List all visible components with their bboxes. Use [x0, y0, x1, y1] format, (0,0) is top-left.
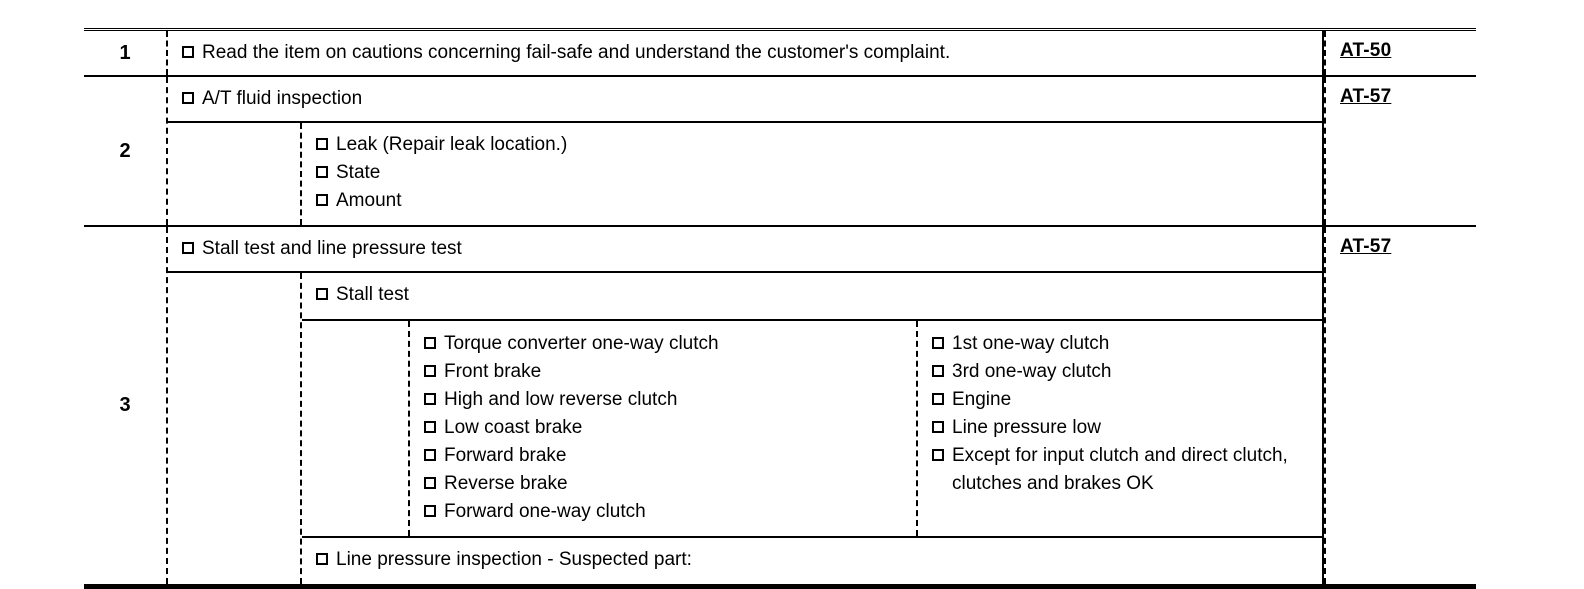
- row-body-1: Read the item on cautions concerning fai…: [168, 31, 1324, 75]
- list-item[interactable]: Reverse brake: [424, 470, 916, 498]
- checklist-line: Read the item on cautions concerning fai…: [182, 39, 1322, 67]
- checkbox-icon[interactable]: [424, 477, 436, 489]
- checklist-label: Stall test and line pressure test: [202, 238, 462, 259]
- list-item[interactable]: Front brake: [424, 358, 916, 386]
- list-item-label: Reverse brake: [444, 473, 568, 494]
- row-body-3: Stall test and line pressure test Stall …: [168, 227, 1324, 584]
- list-item-label: Low coast brake: [444, 417, 583, 438]
- checklist-item-row1-main[interactable]: Read the item on cautions concerning fai…: [168, 31, 1322, 75]
- worksheet-body: 1 Read the item on cautions concerning f…: [84, 31, 1476, 584]
- stall-items-two-column: Torque converter one-way clutch Front br…: [410, 321, 1322, 536]
- checkbox-icon[interactable]: [932, 365, 944, 377]
- list-item[interactable]: Line pressure low: [932, 414, 1308, 442]
- checkbox-icon[interactable]: [932, 393, 944, 405]
- stall-test-label: Stall test: [336, 284, 409, 305]
- list-item-label: 3rd one-way clutch: [952, 361, 1112, 382]
- list-item-label: Line pressure low: [952, 417, 1101, 438]
- list-item-label: Torque converter one-way clutch: [444, 333, 719, 354]
- checkbox-icon[interactable]: [182, 46, 194, 58]
- table-row: 3 Stall test and line pressure test: [84, 227, 1476, 584]
- row2-sub-group: Leak (Repair leak location.) State Amoun…: [168, 123, 1322, 225]
- indent-spacer: [168, 123, 302, 225]
- list-item-label: Forward one-way clutch: [444, 501, 646, 522]
- sub-list-pad: Leak (Repair leak location.) State Amoun…: [302, 123, 1322, 225]
- checkbox-icon[interactable]: [424, 505, 436, 517]
- checkbox-icon[interactable]: [316, 194, 328, 206]
- checkbox-icon[interactable]: [424, 393, 436, 405]
- list-item[interactable]: Forward one-way clutch: [424, 498, 916, 526]
- table-row: 2 A/T fluid inspection Leak (Repai: [84, 77, 1476, 227]
- list-item[interactable]: 3rd one-way clutch: [932, 358, 1308, 386]
- row2-sub-list: Leak (Repair leak location.) State Amoun…: [302, 123, 1322, 225]
- worksheet-table: 1 Read the item on cautions concerning f…: [84, 28, 1476, 589]
- stall-test-header[interactable]: Stall test: [302, 273, 1322, 321]
- checkbox-icon[interactable]: [316, 166, 328, 178]
- list-item-label: Forward brake: [444, 445, 567, 466]
- stall-items-right-column: 1st one-way clutch 3rd one-way clutch: [918, 321, 1322, 536]
- indent-spacer-2: [302, 321, 410, 536]
- line-pressure-label: Line pressure inspection - Suspected par…: [336, 549, 692, 570]
- page-ref-link[interactable]: AT-50: [1340, 40, 1392, 61]
- checklist-line: Stall test: [316, 281, 1322, 309]
- list-item[interactable]: Amount: [316, 187, 1322, 215]
- list-item-label: Leak (Repair leak location.): [336, 134, 568, 155]
- checkbox-icon[interactable]: [316, 288, 328, 300]
- list-item-label: Engine: [952, 389, 1012, 410]
- checklist-item-row2-main[interactable]: A/T fluid inspection: [168, 77, 1322, 123]
- checkbox-icon[interactable]: [932, 337, 944, 349]
- stall-test-items-group: Torque converter one-way clutch Front br…: [302, 321, 1322, 538]
- row-body-2: A/T fluid inspection Leak (Repair leak l…: [168, 77, 1324, 225]
- list-item-label: High and low reverse clutch: [444, 389, 678, 410]
- list-item[interactable]: 1st one-way clutch: [932, 330, 1308, 358]
- list-item-label: Amount: [336, 190, 402, 211]
- list-item[interactable]: Engine: [932, 386, 1308, 414]
- checklist-line: A/T fluid inspection: [182, 85, 1322, 113]
- indent-spacer: [168, 273, 302, 584]
- checkbox-icon[interactable]: [424, 365, 436, 377]
- stall-items-columns: Torque converter one-way clutch Front br…: [410, 321, 1322, 536]
- page-ref-cell-3: AT-57: [1324, 227, 1476, 584]
- list-item[interactable]: Forward brake: [424, 442, 916, 470]
- checklist-label: A/T fluid inspection: [202, 88, 363, 109]
- checklist-line: Stall test and line pressure test: [182, 235, 1322, 263]
- page-ref-link[interactable]: AT-57: [1340, 236, 1392, 257]
- list-item[interactable]: Torque converter one-way clutch: [424, 330, 916, 358]
- row-number-2: 2: [84, 77, 168, 225]
- list-item-label: State: [336, 162, 381, 183]
- checkbox-icon[interactable]: [424, 337, 436, 349]
- list-item-label: Front brake: [444, 361, 542, 382]
- checkbox-icon[interactable]: [182, 242, 194, 254]
- list-item-label: Except for input clutch and direct clutc…: [952, 445, 1288, 494]
- row-number-3: 3: [84, 227, 168, 584]
- page-ref-cell-1: AT-50: [1324, 31, 1476, 75]
- row3-sub-group: Stall test T: [168, 273, 1322, 584]
- list-item[interactable]: Except for input clutch and direct clutc…: [932, 442, 1308, 498]
- list-item[interactable]: Low coast brake: [424, 414, 916, 442]
- checklist-line: Line pressure inspection - Suspected par…: [316, 546, 1322, 574]
- list-item-label: 1st one-way clutch: [952, 333, 1110, 354]
- list-item[interactable]: High and low reverse clutch: [424, 386, 916, 414]
- list-item[interactable]: Leak (Repair leak location.): [316, 131, 1322, 159]
- checkbox-icon[interactable]: [932, 449, 944, 461]
- checklist-item-row3-main[interactable]: Stall test and line pressure test: [168, 227, 1322, 273]
- page-ref-cell-2: AT-57: [1324, 77, 1476, 225]
- table-row: 1 Read the item on cautions concerning f…: [84, 31, 1476, 77]
- checkbox-icon[interactable]: [316, 138, 328, 150]
- checkbox-icon[interactable]: [316, 553, 328, 565]
- line-pressure-inspection-item[interactable]: Line pressure inspection - Suspected par…: [302, 538, 1322, 584]
- row-number-1: 1: [84, 31, 168, 75]
- checklist-label: Read the item on cautions concerning fai…: [202, 42, 951, 63]
- page-ref-link[interactable]: AT-57: [1340, 86, 1392, 107]
- checkbox-icon[interactable]: [424, 449, 436, 461]
- stall-items-left-column: Torque converter one-way clutch Front br…: [410, 321, 918, 536]
- checkbox-icon[interactable]: [424, 421, 436, 433]
- checkbox-icon[interactable]: [932, 421, 944, 433]
- list-item[interactable]: State: [316, 159, 1322, 187]
- checkbox-icon[interactable]: [182, 92, 194, 104]
- row3-sub-body: Stall test T: [302, 273, 1322, 584]
